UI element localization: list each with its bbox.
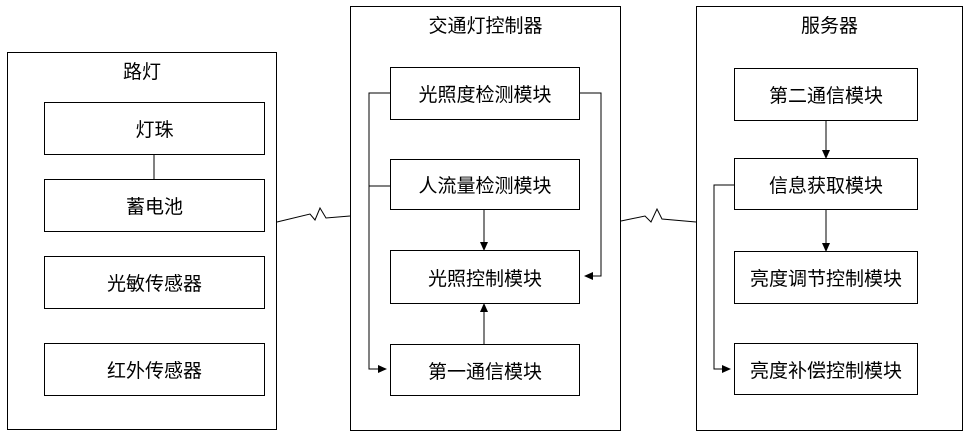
brightness-compensation-control-module: 亮度补偿控制模块 xyxy=(734,343,918,395)
people-flow-detection-label: 人流量检测模块 xyxy=(418,171,551,198)
brightness-compensation-control-label: 亮度补偿控制模块 xyxy=(750,356,902,383)
battery-module: 蓄电池 xyxy=(44,179,265,232)
infrared-sensor-module: 红外传感器 xyxy=(44,343,265,396)
street-lamp-title: 路灯 xyxy=(8,60,276,84)
info-acquisition-module: 信息获取模块 xyxy=(734,158,918,210)
lighting-control-label: 光照控制模块 xyxy=(428,264,542,291)
lamp-bead-label: 灯珠 xyxy=(135,115,173,142)
photosensitive-sensor-label: 光敏传感器 xyxy=(107,269,202,296)
battery-label: 蓄电池 xyxy=(126,192,183,219)
server-title: 服务器 xyxy=(697,14,962,38)
info-acquisition-label: 信息获取模块 xyxy=(769,171,883,198)
photosensitive-sensor-module: 光敏传感器 xyxy=(44,256,265,309)
brightness-adjust-control-module: 亮度调节控制模块 xyxy=(734,251,918,304)
second-communication-label: 第二通信模块 xyxy=(769,81,883,108)
illuminance-detection-label: 光照度检测模块 xyxy=(418,80,551,107)
lamp-bead-module: 灯珠 xyxy=(44,102,265,155)
first-communication-label: 第一通信模块 xyxy=(428,357,542,384)
second-communication-module: 第二通信模块 xyxy=(734,68,918,121)
infrared-sensor-label: 红外传感器 xyxy=(107,356,202,383)
people-flow-detection-module: 人流量检测模块 xyxy=(390,159,580,210)
controller-server-wireless-link xyxy=(621,209,696,222)
traffic-controller-title: 交通灯控制器 xyxy=(351,14,620,38)
illuminance-detection-module: 光照度检测模块 xyxy=(390,67,580,120)
first-communication-module: 第一通信模块 xyxy=(390,344,580,396)
lamp-controller-wireless-link xyxy=(277,208,350,222)
brightness-adjust-control-label: 亮度调节控制模块 xyxy=(750,264,902,291)
lighting-control-module: 光照控制模块 xyxy=(390,250,580,304)
